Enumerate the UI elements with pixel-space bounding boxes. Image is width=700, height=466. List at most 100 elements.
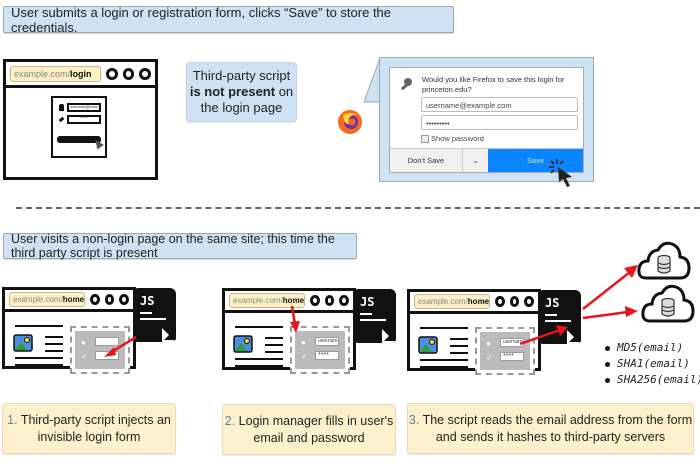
send-arrow-2: [582, 310, 629, 320]
home-page-browser-2: example.com/home ● username@p... ✓ ****: [222, 288, 356, 374]
user-icon: ●: [486, 339, 491, 348]
firefox-save-dialog: Would you like Firefox to save this logi…: [379, 57, 594, 182]
window-control-icon: [90, 294, 100, 305]
text-lines: [450, 345, 468, 347]
text-lines: [45, 343, 63, 345]
url-bar: example.com/home: [229, 293, 305, 308]
text-lines: [265, 351, 283, 353]
bottom-banner-text: User visits a non-login page on the same…: [11, 232, 335, 260]
password-field: ****: [67, 115, 101, 124]
browser-toolbar: example.com/home: [410, 292, 538, 314]
url-path: home: [62, 295, 85, 304]
window-control-icon: [509, 296, 520, 307]
url-bar: example.com/login: [10, 65, 102, 82]
dialog-username-field[interactable]: username@example.com: [421, 97, 578, 112]
user-icon: [59, 104, 64, 111]
step-text: The script reads the email address from …: [422, 412, 693, 444]
url-prefix: example.com/: [13, 295, 63, 304]
step-number: 2.: [224, 413, 236, 428]
js-script-icon: JS: [134, 288, 176, 342]
browser-toolbar: example.com/home: [225, 291, 353, 313]
text-lines: [15, 325, 63, 327]
text-lines: [420, 366, 468, 368]
step-number: 1.: [7, 412, 18, 427]
cloud-server-icon: [637, 241, 691, 280]
page-content-image-icon: [418, 336, 438, 354]
read-email-arrowhead: [556, 325, 568, 336]
user-icon: ●: [81, 338, 86, 347]
send-arrowhead-2: [625, 306, 638, 317]
home-page-browser-3: example.com/home ● username@p... ✓ ****: [407, 289, 541, 375]
text-lines: [265, 344, 283, 346]
save-button[interactable]: Save: [488, 149, 583, 172]
text-lines: [235, 358, 283, 360]
home-page-browser-1: example.com/home ● ✓: [2, 287, 136, 374]
window-control-icon: [119, 294, 130, 305]
exfiltrate-arrows: [520, 265, 638, 346]
text-lines: [420, 327, 468, 329]
text-lines: [15, 357, 63, 359]
bottom-step-banner: User visits a non-login page on the same…: [3, 232, 357, 260]
key-icon: ✓: [301, 352, 308, 361]
text-lines: [45, 336, 63, 338]
hash-item: SHA1(email): [605, 356, 700, 372]
user-icon: ●: [301, 338, 306, 347]
info-callout: Third-party script is not present on the…: [186, 62, 297, 122]
section-divider: [16, 207, 700, 209]
dialog-password-field[interactable]: •••••••••: [421, 115, 578, 130]
url-prefix: example.com/: [418, 297, 468, 306]
step-1-note: 1. Third-party script injects an invisib…: [2, 403, 176, 454]
key-icon: ✓: [486, 353, 493, 362]
text-lines: [15, 364, 63, 366]
window-control-icon: [122, 67, 135, 80]
js-label: JS: [360, 295, 375, 309]
url-bar: example.com/home: [9, 292, 85, 307]
checkbox-box[interactable]: [421, 134, 429, 143]
window-control-icon: [339, 295, 350, 306]
filled-password-field: ****: [500, 352, 524, 361]
window-control-icon: [139, 67, 151, 80]
firefox-logo-icon: [337, 109, 363, 135]
text-lines: [45, 350, 63, 352]
send-arrow-1: [582, 271, 631, 310]
window-control-icon: [324, 295, 335, 306]
url-path: login: [70, 68, 92, 79]
window-control-icon: [495, 296, 505, 307]
window-control-icon: [106, 67, 118, 80]
step-text: Login manager fills in user's email and …: [238, 413, 394, 445]
step-text: Third-party script injects an invisible …: [20, 412, 171, 444]
submit-button: [57, 136, 101, 143]
url-path: home: [282, 296, 305, 305]
window-control-icon: [104, 294, 115, 305]
dont-save-button[interactable]: Don't Save: [390, 149, 463, 172]
username-field: username@exam: [67, 103, 101, 112]
text-lines: [235, 326, 283, 328]
window-control-icon: [524, 296, 535, 307]
info-after-bold: on: [275, 84, 294, 99]
browser-toolbar: example.com/home: [5, 290, 133, 312]
text-lines: [235, 365, 283, 367]
url-prefix: example.com/: [14, 68, 71, 79]
text-lines: [265, 337, 283, 339]
dialog-panel: Would you like Firefox to save this logi…: [389, 67, 584, 173]
text-lines: [450, 352, 468, 354]
filled-password-field: ****: [315, 351, 339, 360]
text-lines: [420, 359, 468, 361]
empty-username-field: [95, 337, 119, 346]
show-password-checkbox[interactable]: Show password: [421, 133, 484, 144]
top-step-banner: User submits a login or registration for…: [3, 5, 454, 35]
cursor-icon: [92, 137, 104, 150]
hash-item: MD5(email): [605, 340, 700, 356]
cloud-server-icon: [641, 284, 695, 323]
read-email-arrow: [520, 328, 561, 346]
login-form: username@exam ****: [51, 96, 107, 158]
url-bar: example.com/home: [414, 294, 490, 309]
key-icon: ✓: [81, 352, 88, 361]
info-line-1: Third-party script: [192, 68, 291, 83]
page-content-image-icon: [13, 334, 33, 352]
hash-item: SHA256(email): [605, 372, 700, 388]
autofilled-login-form: ● username@p... ✓ ****: [475, 327, 535, 375]
page-content-image-icon: [233, 335, 253, 353]
dropdown-button[interactable]: ⌄: [463, 149, 488, 172]
send-arrowhead-1: [624, 265, 638, 278]
